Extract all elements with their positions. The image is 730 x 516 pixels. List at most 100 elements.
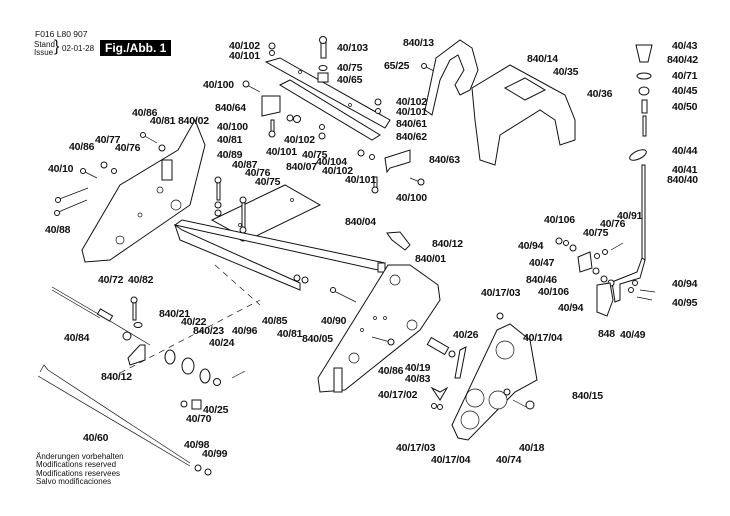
callout-label: 40/101 — [396, 106, 427, 118]
callout-label: 40/17/03 — [481, 287, 521, 299]
callout-label: 40/100 — [203, 79, 234, 91]
callout-label: 40/41 — [672, 164, 698, 176]
callout-label: 40/26 — [453, 329, 479, 341]
callout-label: 40/81 — [150, 115, 176, 127]
cover-840-14 — [471, 64, 576, 166]
callout-label: 40/83 — [405, 373, 431, 385]
callout-label: 40/94 — [518, 240, 544, 252]
callout-label: 840/04 — [345, 216, 376, 228]
callout-label: 840/21 — [159, 308, 190, 320]
callout-label: 40/94 — [672, 278, 698, 290]
callout-label: 40/82 — [128, 274, 154, 286]
callout-label: 40/87 — [232, 159, 258, 171]
note-line-en: Modifications reserved — [36, 460, 117, 470]
callout-label: 840/13 — [403, 37, 434, 49]
stand-label: Stand — [34, 40, 55, 49]
callout-label: 840/15 — [572, 390, 603, 402]
brace-symbol: } — [54, 38, 60, 55]
callout-label: 840/05 — [302, 333, 333, 345]
cover-840-13 — [424, 39, 479, 116]
callout-label: 40/100 — [217, 121, 248, 133]
callout-label: 40/98 — [184, 439, 210, 451]
callout-label: 40/102 — [229, 40, 260, 52]
callout-label: 840/62 — [396, 131, 427, 143]
callout-label: 40/75 — [583, 227, 609, 239]
callout-label: 840/46 — [526, 274, 557, 286]
callout-label: 40/96 — [232, 325, 258, 337]
callout-label: 840/12 — [432, 238, 463, 250]
beam-840-04 — [173, 219, 387, 291]
callout-label: 40/106 — [544, 214, 575, 226]
callout-label: 40/43 — [672, 40, 698, 52]
callout-label: 40/17/03 — [396, 442, 436, 454]
callout-label: 40/106 — [538, 286, 569, 298]
callout-label: 40/99 — [202, 448, 228, 460]
note-line-de: Änderungen vorbehalten — [36, 452, 124, 461]
callout-label: 840/23 — [193, 325, 224, 337]
callout-label: 40/70 — [186, 413, 212, 425]
callout-label: 40/10 — [48, 163, 74, 175]
rod-40-60 — [37, 364, 212, 476]
callout-label: 840/12 — [101, 371, 132, 383]
callout-label: 40/77 — [95, 134, 121, 146]
callout-label: 840/14 — [527, 53, 558, 65]
callout-label: 40/102 — [284, 134, 315, 146]
mounting-plate-840-07 — [210, 176, 322, 242]
callout-label: 840/07 — [286, 161, 317, 173]
callout-label: 40/36 — [587, 88, 613, 100]
callout-label: 40/22 — [181, 316, 207, 328]
cover-840-15 — [430, 312, 538, 441]
callout-label: 40/19 — [405, 362, 431, 374]
callout-label: 40/101 — [266, 146, 297, 158]
callout-label: 40/25 — [203, 404, 229, 416]
callout-label: 40/85 — [262, 315, 288, 327]
callout-label: 40/86 — [69, 141, 95, 153]
callout-label: 40/60 — [83, 432, 109, 444]
callout-label: 840/63 — [429, 154, 460, 166]
callout-label: 40/90 — [321, 315, 347, 327]
issue-date: 02-01-28 — [62, 44, 95, 53]
callout-label: 848 — [598, 328, 615, 340]
note-line-es: Salvo modificaciones — [36, 476, 112, 486]
callout-label: 40/94 — [558, 302, 584, 314]
bracket-840-46 — [555, 237, 656, 317]
callout-label: 40/100 — [396, 192, 427, 204]
side-plate-840-01 — [293, 231, 441, 393]
callout-label: 40/24 — [209, 337, 235, 349]
callout-label: 840/01 — [415, 253, 446, 265]
figure-label: Fig./Abb. 1 — [100, 40, 172, 56]
issue-label: Issue — [34, 48, 54, 57]
callout-label: 40/81 — [277, 328, 303, 340]
callout-label: 40/101 — [345, 174, 376, 186]
control-lever-assembly — [611, 44, 653, 303]
callout-label: 840/42 — [667, 54, 698, 66]
callout-label: 40/95 — [672, 297, 698, 309]
rail-840-61 — [261, 57, 391, 141]
callout-label: 40/44 — [672, 145, 698, 157]
callout-label: 40/17/02 — [378, 389, 418, 401]
callout-label: 40/18 — [519, 442, 545, 454]
callout-label: 40/74 — [496, 454, 522, 466]
callout-label: 40/76 — [115, 142, 141, 154]
cable-assembly — [51, 264, 261, 410]
callout-label: 840/64 — [215, 102, 246, 114]
callout-label: 40/71 — [672, 70, 698, 82]
callout-label: 40/65 — [337, 74, 363, 86]
callout-label: 40/91 — [617, 210, 643, 222]
callout-label: 40/75 — [255, 176, 281, 188]
callout-label: 40/86 — [132, 107, 158, 119]
callout-label: 40/86 — [378, 365, 404, 377]
callout-label: 40/72 — [98, 274, 124, 286]
callout-label: 40/103 — [337, 42, 368, 54]
callout-label: 40/89 — [217, 149, 243, 161]
callout-label: 40/47 — [529, 257, 555, 269]
top-fasteners — [242, 36, 435, 194]
callout-label: 840/61 — [396, 118, 427, 130]
callout-label: 40/102 — [322, 165, 353, 177]
callout-label: 40/102 — [396, 96, 427, 108]
callout-label: 40/45 — [672, 85, 698, 97]
callout-label: 40/49 — [620, 329, 646, 341]
modifications-note: Änderungen vorbehalten Modifications res… — [36, 452, 124, 486]
callout-label: 40/101 — [229, 50, 260, 62]
